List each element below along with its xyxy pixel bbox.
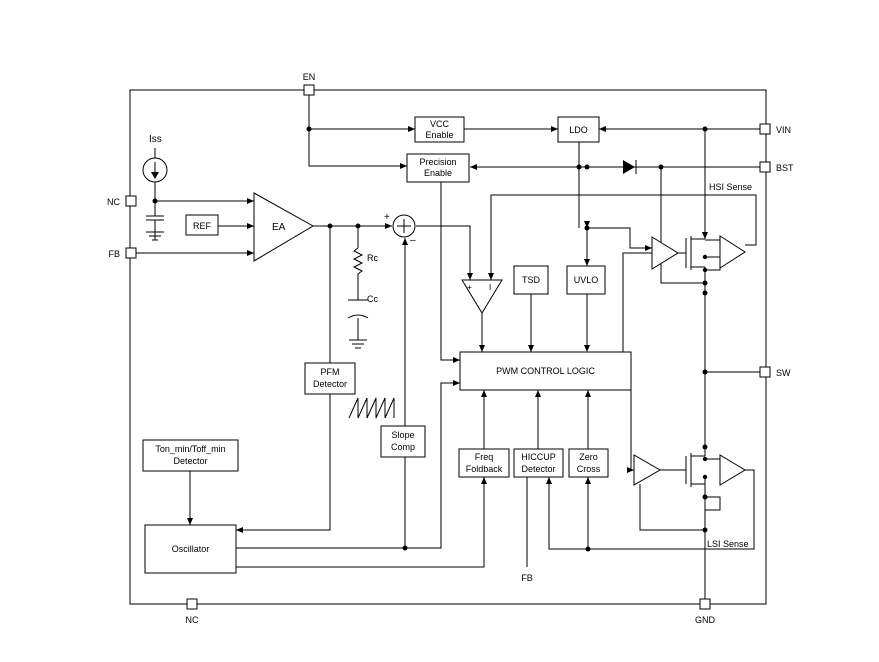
pin-nc-bottom-label: NC xyxy=(186,615,199,625)
freq-foldback-line2: Foldback xyxy=(466,464,503,474)
vcc-enable-line1: VCC xyxy=(430,119,450,129)
hsi-sense-label: HSI Sense xyxy=(709,182,752,192)
vcc-enable-block: VCC Enable xyxy=(414,116,465,143)
freq-foldback-line1: Freq xyxy=(475,452,494,462)
pin-bst-label: BST xyxy=(776,163,794,173)
pin-nc-left-square xyxy=(125,195,137,207)
precision-enable-line2: Enable xyxy=(424,168,452,178)
oscillator-label: Oscillator xyxy=(172,544,210,554)
tsd-block: TSD xyxy=(513,265,549,295)
ton-toff-detector-line1: Ton_min/Toff_min xyxy=(155,444,225,454)
ref-block: REF xyxy=(185,214,219,236)
ldo-label: LDO xyxy=(569,125,588,135)
precision-enable-block: Precision Enable xyxy=(406,153,470,183)
ea-label: EA xyxy=(272,222,286,233)
low-side-driver xyxy=(633,447,746,497)
fb-bottom-label: FB xyxy=(521,573,533,583)
pin-sw-label: SW xyxy=(776,368,791,378)
bootstrap-diode xyxy=(623,160,637,174)
rc-label: Rc xyxy=(367,253,378,263)
sum-plus-label: + xyxy=(384,212,390,223)
rc-resistor: Rc xyxy=(352,247,378,275)
pin-fb-square xyxy=(125,247,137,259)
soft-start-capacitor xyxy=(146,215,164,241)
iss-label: Iss xyxy=(149,134,162,145)
ldo-block: LDO xyxy=(557,116,600,143)
freq-foldback-block: Freq Foldback xyxy=(458,448,510,478)
pin-bst-square xyxy=(759,161,771,173)
chip-boundary xyxy=(129,89,767,605)
comparator-minus-label: I xyxy=(489,283,491,292)
pfm-detector-line2: Detector xyxy=(313,379,347,389)
zero-cross-block: Zero Cross xyxy=(568,448,609,478)
hiccup-detector-line1: HICCUP xyxy=(521,452,556,462)
pin-en-square xyxy=(303,84,315,96)
pwm-control-logic-label: PWM CONTROL LOGIC xyxy=(496,366,595,376)
pins: EN VIN BST SW NC FB NC GND xyxy=(107,72,794,625)
zero-cross-line1: Zero xyxy=(579,452,598,462)
lsi-sense-label: LSI Sense xyxy=(707,539,749,549)
pwm-comparator: + I xyxy=(461,279,503,314)
high-side-driver xyxy=(651,235,746,283)
zero-cross-line2: Cross xyxy=(577,464,601,474)
pin-fb-label: FB xyxy=(108,249,120,259)
ref-label: REF xyxy=(193,221,212,231)
arrowheads xyxy=(187,126,708,533)
sum-minus-label: – xyxy=(410,235,416,246)
pfm-detector-line1: PFM xyxy=(321,367,340,377)
slope-comp-block: Slope Comp xyxy=(380,425,426,458)
uvlo-label: UVLO xyxy=(574,275,599,285)
pin-vin-square xyxy=(759,123,771,135)
tsd-label: TSD xyxy=(522,275,541,285)
junction-dots xyxy=(152,126,708,552)
pin-vin-label: VIN xyxy=(776,125,791,135)
pin-sw-square xyxy=(759,366,771,378)
pin-en-label: EN xyxy=(303,72,316,82)
sawtooth-icon xyxy=(348,397,395,419)
cc-label: Cc xyxy=(367,294,378,304)
error-amplifier: EA xyxy=(253,192,315,262)
pin-gnd-label: GND xyxy=(695,615,716,625)
slope-comp-line1: Slope xyxy=(391,430,414,440)
pin-gnd-square xyxy=(699,598,711,610)
pfm-detector-block: PFM Detector xyxy=(304,362,356,395)
hiccup-detector-line2: Detector xyxy=(521,464,555,474)
uvlo-block: UVLO xyxy=(566,265,606,295)
ton-toff-detector-block: Ton_min/Toff_min Detector xyxy=(142,439,239,472)
pin-nc-left-label: NC xyxy=(107,197,120,207)
summing-node: + – xyxy=(384,212,416,246)
precision-enable-line1: Precision xyxy=(419,157,456,167)
vcc-enable-line2: Enable xyxy=(425,130,453,140)
slope-comp-line2: Comp xyxy=(391,442,415,452)
pwm-control-logic-block: PWM CONTROL LOGIC xyxy=(459,351,632,391)
comparator-plus-label: + xyxy=(467,283,472,292)
ton-toff-detector-line2: Detector xyxy=(173,456,207,466)
pin-nc-bottom-square xyxy=(186,598,198,610)
iss-current-source: Iss xyxy=(142,134,168,183)
cc-capacitor: Cc xyxy=(347,294,378,349)
oscillator-block: Oscillator xyxy=(144,524,237,574)
hiccup-detector-block: HICCUP Detector xyxy=(513,448,564,478)
